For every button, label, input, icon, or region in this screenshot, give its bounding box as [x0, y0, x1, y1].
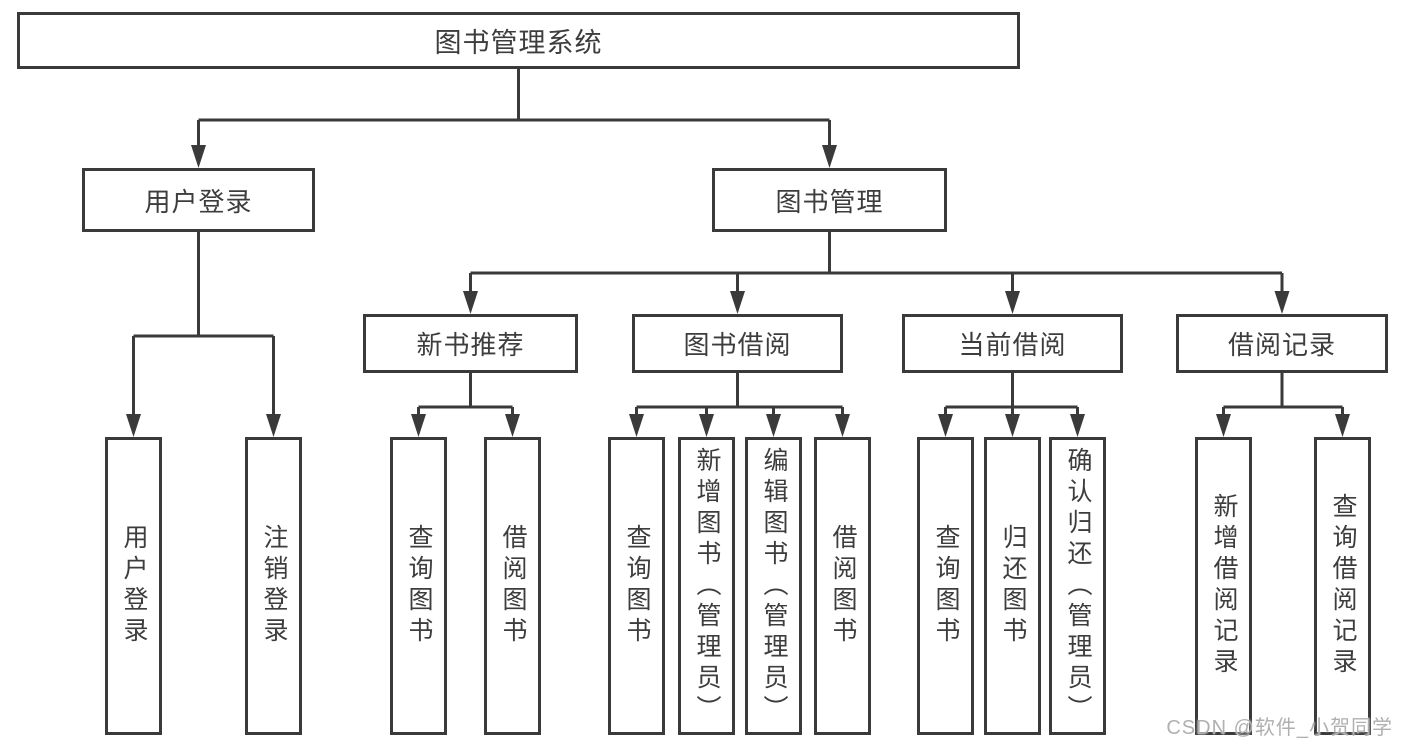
- node-label: 新书推荐: [416, 330, 525, 360]
- leaf-label: 注销登录: [260, 524, 288, 648]
- leaf-label: 编辑图书（管理员）: [760, 446, 788, 726]
- node-user-login: 用户登录: [82, 168, 315, 232]
- leaf-label: 确认归还（管理员）: [1064, 446, 1092, 726]
- node-label: 图书管理: [775, 186, 884, 217]
- leaf-label: 新增借阅记录: [1210, 493, 1238, 679]
- arrowheads-borrowrecord-leaves: [1216, 414, 1350, 437]
- connector-newbook-to-leaves: [417, 373, 514, 416]
- leaf-query-books-borrow: 查询图书: [608, 437, 665, 735]
- leaf-confirm-return-admin: 确认归还（管理员）: [1049, 437, 1106, 735]
- node-book-borrow: 图书借阅: [632, 314, 843, 373]
- connector-currentborrow-to-leaves: [944, 373, 1079, 416]
- leaf-query-books-recommend: 查询图书: [390, 437, 447, 735]
- arrowheads-level2: [191, 145, 837, 168]
- leaf-label: 借阅图书: [829, 524, 857, 648]
- leaf-label: 新增图书（管理员）: [693, 446, 721, 726]
- leaf-edit-books-admin: 编辑图书（管理员）: [745, 437, 802, 735]
- node-label: 图书借阅: [683, 330, 792, 360]
- arrowheads-currentborrow-leaves: [938, 414, 1085, 437]
- arrowheads-userlogin-leaves: [126, 414, 281, 437]
- node-label: 图书管理系统: [434, 28, 603, 58]
- arrowheads-bookborrow-leaves: [629, 414, 850, 437]
- leaf-label: 查询图书: [932, 524, 960, 648]
- leaf-user-login: 用户登录: [105, 437, 162, 735]
- connector-bookborrow-to-leaves: [635, 373, 844, 416]
- leaf-label: 用户登录: [120, 524, 148, 648]
- node-label: 用户登录: [144, 186, 253, 217]
- connector-root-to-level2: [197, 69, 831, 147]
- connector-bookmgmt-to-level3: [469, 232, 1284, 293]
- leaf-label: 查询图书: [405, 524, 433, 648]
- node-new-book-recommend: 新书推荐: [363, 314, 578, 373]
- node-label: 借阅记录: [1227, 330, 1336, 360]
- arrowheads-level3: [463, 291, 1290, 314]
- node-root-system: 图书管理系统: [17, 12, 1020, 69]
- node-borrow-record: 借阅记录: [1176, 314, 1388, 373]
- node-label: 当前借阅: [958, 330, 1067, 360]
- csdn-watermark: CSDN @软件_小贺同学: [1166, 717, 1393, 739]
- leaf-label: 借阅图书: [499, 524, 527, 648]
- leaf-add-borrow-record: 新增借阅记录: [1195, 437, 1252, 735]
- leaf-query-borrow-record: 查询借阅记录: [1314, 437, 1371, 735]
- leaf-return-books: 归还图书: [984, 437, 1041, 735]
- leaf-borrow-books-recommend: 借阅图书: [484, 437, 541, 735]
- node-current-borrow: 当前借阅: [902, 314, 1123, 373]
- connector-userlogin-to-leaves: [132, 232, 275, 416]
- arrowheads-newbook-leaves: [411, 414, 520, 437]
- connector-borrowrecord-to-leaves: [1222, 373, 1344, 416]
- leaf-borrow-books: 借阅图书: [814, 437, 871, 735]
- node-book-management: 图书管理: [712, 168, 947, 232]
- leaf-label: 查询借阅记录: [1329, 493, 1357, 679]
- leaf-logout: 注销登录: [245, 437, 302, 735]
- leaf-add-books-admin: 新增图书（管理员）: [678, 437, 735, 735]
- leaf-query-books-current: 查询图书: [917, 437, 974, 735]
- leaf-label: 归还图书: [999, 524, 1027, 648]
- leaf-label: 查询图书: [623, 524, 651, 648]
